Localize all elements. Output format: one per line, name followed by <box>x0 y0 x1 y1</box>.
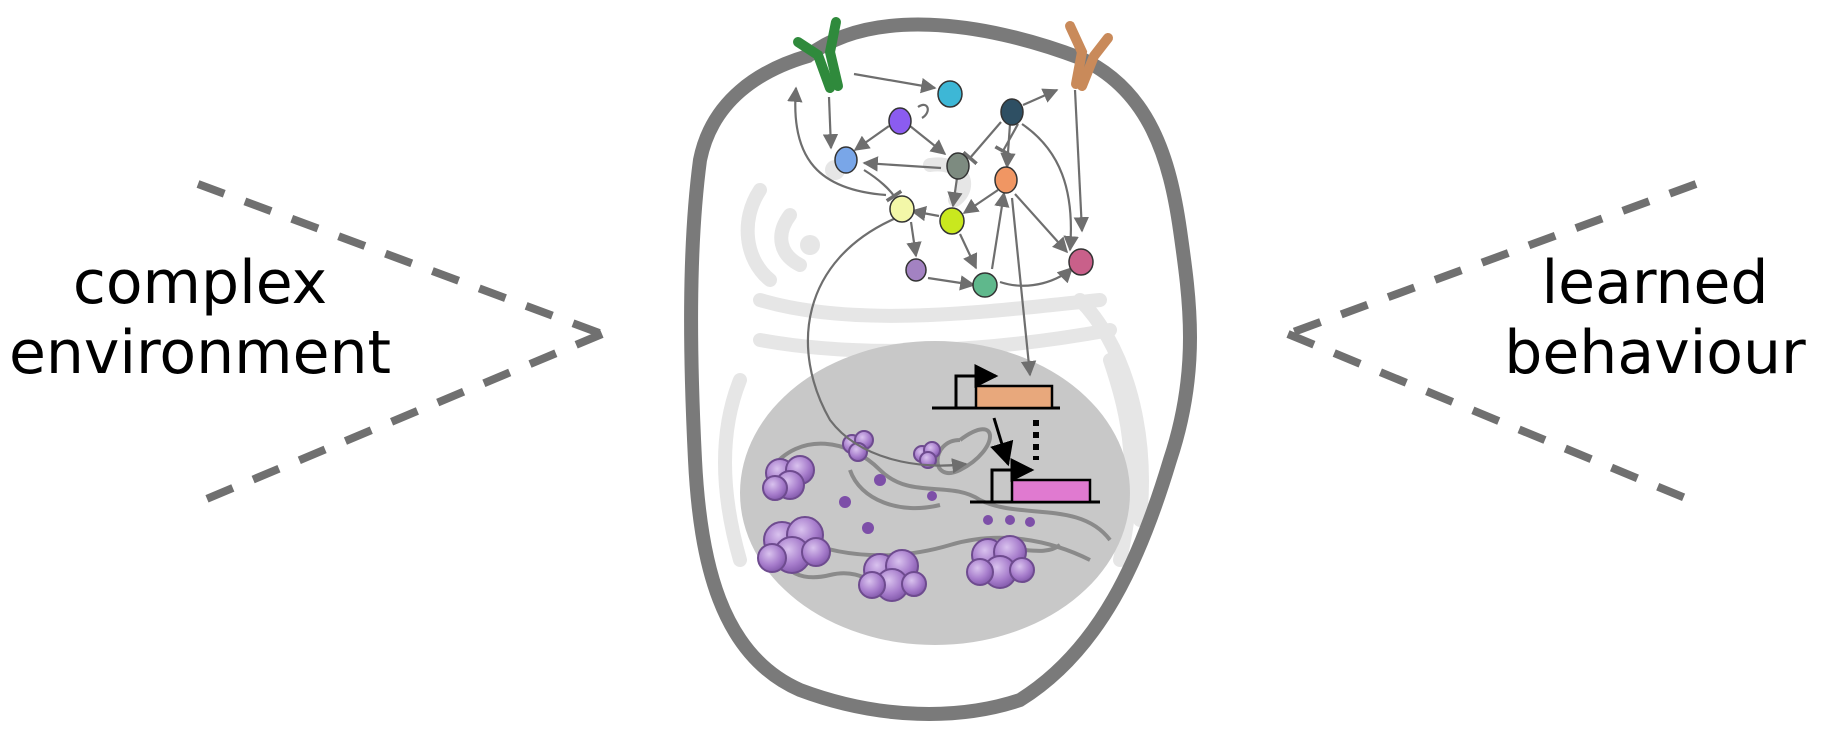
lime-node <box>939 207 965 235</box>
violet-node <box>888 107 912 135</box>
left-receptor <box>793 17 843 93</box>
chromatin-clumps <box>757 430 1035 602</box>
chromatin-clump <box>842 430 874 462</box>
edge <box>863 169 903 203</box>
edge <box>853 125 890 151</box>
edge <box>990 191 1010 270</box>
gene-box-top <box>974 384 1054 410</box>
pink-node <box>1068 248 1094 276</box>
left-dashed-arrow <box>196 180 604 504</box>
left-label-line1: complex <box>72 248 328 318</box>
ghost-organelles <box>718 157 1149 567</box>
gene-regulation-arrow <box>990 417 1014 467</box>
edge <box>787 86 887 197</box>
edge <box>1014 193 1069 254</box>
green-node <box>972 272 998 298</box>
gene-bottom <box>970 458 1100 504</box>
gene-box-bottom <box>1010 478 1092 504</box>
blue-node <box>834 146 858 174</box>
edge <box>910 205 940 222</box>
edge <box>917 103 929 119</box>
edge <box>822 96 839 150</box>
edge <box>862 156 942 172</box>
edge <box>962 121 1002 166</box>
edge <box>806 216 968 474</box>
learned-behaviour-label: learned behaviour <box>1480 248 1824 388</box>
chromatin-clump <box>757 516 831 574</box>
lavender-node <box>905 258 927 282</box>
edge <box>909 125 947 155</box>
edge <box>927 275 976 291</box>
complex-environment-label: complex environment <box>0 248 420 388</box>
chromatin-clump <box>966 535 1035 589</box>
right-label-line1: learned <box>1541 248 1769 318</box>
edge <box>1000 123 1016 169</box>
edge <box>959 233 978 270</box>
right-dashed-arrow <box>1286 180 1698 504</box>
dark-teal-node <box>1000 98 1024 126</box>
left-label-line2: environment <box>8 318 392 388</box>
signalling-edges <box>787 72 1090 474</box>
pale-yellow-node <box>889 195 915 223</box>
cyan-node <box>937 80 963 108</box>
orange-node <box>994 166 1018 194</box>
edge <box>962 189 999 214</box>
gray-green-node <box>946 152 970 180</box>
edge <box>994 123 1019 157</box>
right-receptor <box>1065 21 1113 91</box>
cell-membrane <box>684 17 1197 721</box>
gene-top <box>932 364 1060 410</box>
edge <box>1021 123 1079 252</box>
chromatin-dots <box>839 474 1035 534</box>
edge <box>999 266 1074 287</box>
chromatin-clump <box>858 549 927 602</box>
right-label-line2: behaviour <box>1504 318 1806 388</box>
edge <box>947 177 963 208</box>
chromatin-clump <box>762 455 815 501</box>
signalling-nodes <box>834 80 1094 298</box>
edge <box>1073 89 1090 233</box>
edge <box>1022 88 1059 107</box>
edge <box>906 221 922 258</box>
edge <box>853 72 937 94</box>
